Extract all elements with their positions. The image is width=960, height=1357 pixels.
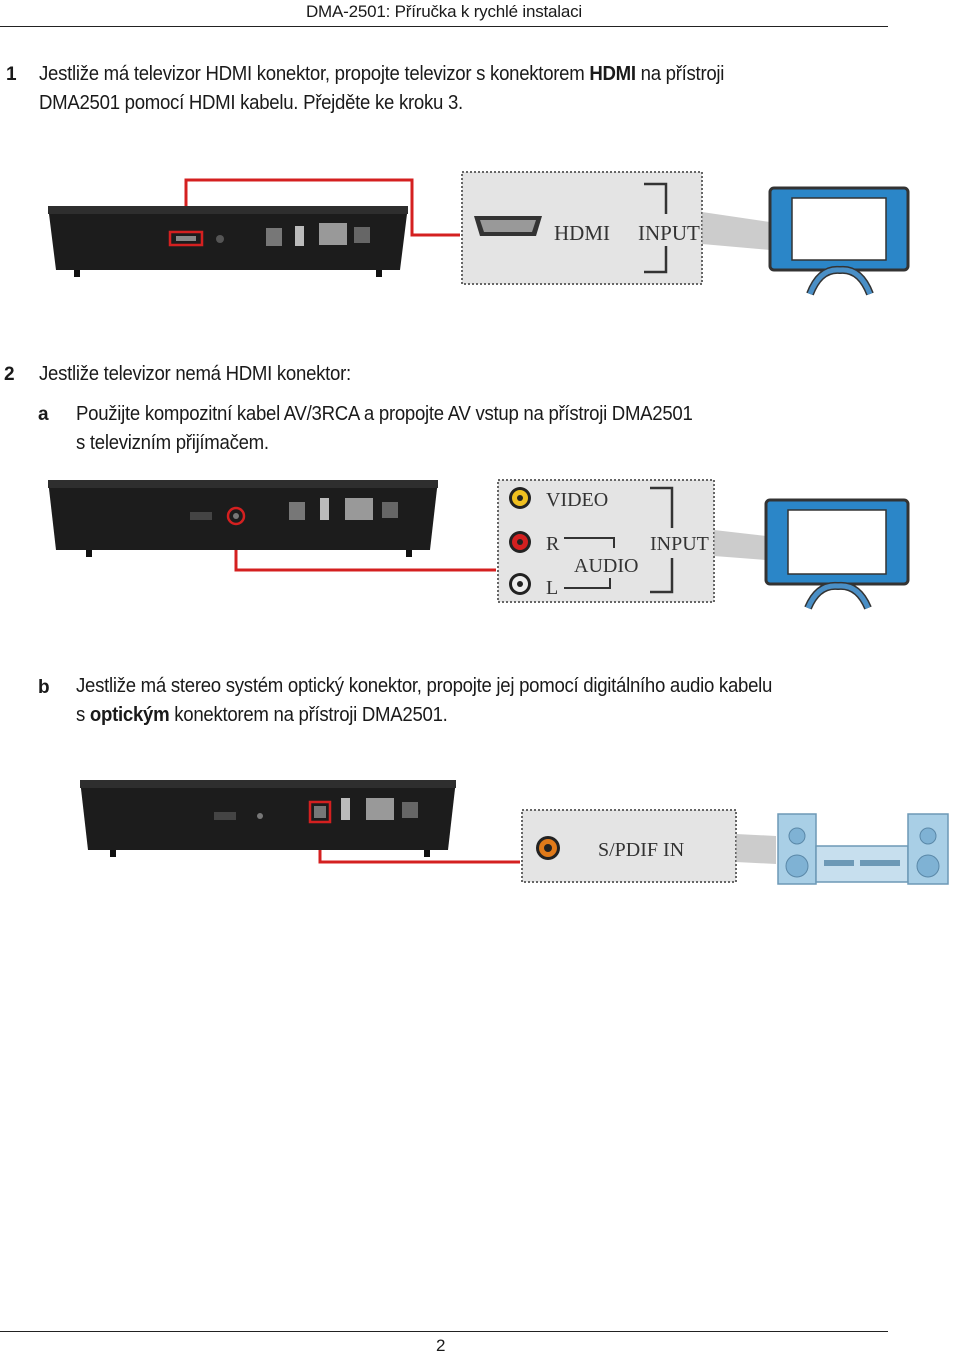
stereo-system-icon [736,813,949,885]
tv-icon [714,498,910,610]
audio-l-label: L [546,577,558,599]
step-2a-text: Použijte kompozitní kabel AV/3RCA a prop… [76,403,693,454]
dma2501-device-rear [48,480,438,557]
step-2-number: 2 [4,364,15,385]
step-1-number: 1 [6,64,17,85]
page-number: 2 [436,1336,446,1355]
audio-r-label: R [546,533,560,555]
spdif-input-panel: S/PDIF IN [521,809,737,883]
input-label: INPUT [638,221,700,245]
step-1-text: Jestliže má televizor HDMI konektor, pro… [39,63,725,114]
optical-connection-figure: S/PDIF IN [80,780,949,885]
spdif-in-label: S/PDIF IN [598,839,684,861]
step-2a-letter: a [38,404,49,425]
page-header: DMA-2501: Příručka k rychlé instalaci [0,0,888,27]
av-connection-figure: VIDEO R AUDIO L INPUT [48,479,910,610]
tv-av-input-panel: VIDEO R AUDIO L INPUT [497,479,715,603]
tv-hdmi-input-panel: HDMI INPUT [461,171,703,285]
hdmi-label: HDMI [554,221,610,245]
step-2b-letter: b [38,677,50,698]
footer-divider [0,1331,888,1332]
dma2501-device-rear [80,780,456,857]
hdmi-connection-figure: HDMI INPUT [48,171,910,296]
step-2b-text: Jestliže má stereo systém optický konekt… [76,675,773,726]
dma2501-device-rear [48,206,408,277]
document-title: DMA-2501: Příručka k rychlé instalaci [305,2,582,21]
input-label: INPUT [650,533,709,555]
video-label: VIDEO [546,489,608,511]
audio-label: AUDIO [574,555,638,577]
tv-icon [702,186,910,296]
step-2-text: Jestliže televizor nemá HDMI konektor: [39,363,351,385]
